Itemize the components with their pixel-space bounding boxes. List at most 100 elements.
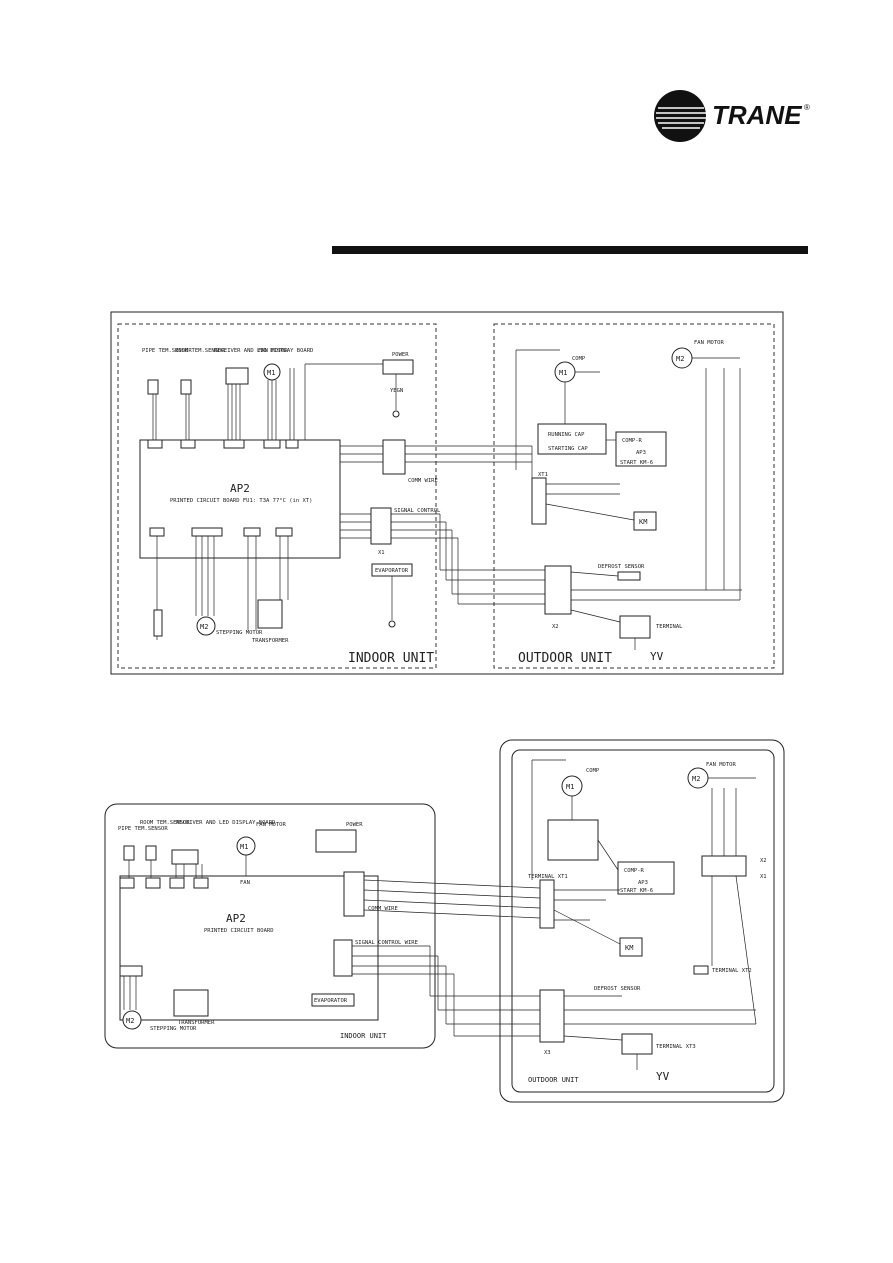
x2-connector <box>544 565 572 615</box>
outdoor-terminal-xt1-2 <box>539 879 555 929</box>
outdoor-fan-motor-label-2: FAN MOTOR <box>706 762 736 768</box>
power-ground-label: YEGN <box>390 388 403 394</box>
defrost-sensor-rt <box>617 571 641 581</box>
evaporator-ground-icon <box>388 620 396 628</box>
indoor-motor-m1-label-2: M1 <box>240 843 248 851</box>
power-ground-icon <box>392 410 400 418</box>
room-sensor-label-2: ROOM TEM.SENSOR <box>140 820 190 826</box>
x2-label-2: X2 <box>760 858 767 864</box>
pipe-sensor-rt2-2 <box>123 845 135 861</box>
x3-connector-2 <box>539 989 565 1043</box>
signal-control-label-2: SIGNAL CONTROL WIRE <box>355 940 418 946</box>
capacitor-bank-2 <box>547 819 599 861</box>
start-km6-label: START KM-6 <box>620 460 653 466</box>
comp-label-2: COMP <box>586 768 600 774</box>
starting-cap-label: STARTING CAP <box>548 446 588 452</box>
indoor-motor-m1: M1 <box>267 369 275 377</box>
x2-label: X2 <box>552 624 559 630</box>
fuse-fu1 <box>153 609 163 637</box>
power-label: POWER <box>392 352 409 358</box>
outdoor-unit-label: OUTDOOR UNIT <box>518 651 612 666</box>
stepping-motor-m2-2 <box>122 1010 142 1030</box>
km-label: KM <box>639 518 647 526</box>
x1-label-2: X1 <box>760 874 767 880</box>
stepping-motor-label-2: STEPPING MOTOR <box>150 1026 197 1032</box>
signal-control-label: SIGNAL CONTROL <box>394 508 441 514</box>
x1-connector <box>370 507 392 545</box>
pipe-sensor-label: PIPE TEM.SENSOR <box>142 348 192 354</box>
indoor-unit-frame <box>104 803 436 1049</box>
outdoor-unit-frame-outer <box>499 739 785 1103</box>
terminal-xt3-label-2: TERMINAL XT3 <box>656 1044 696 1050</box>
header-rule <box>332 246 808 254</box>
ap3-board-2 <box>617 861 675 895</box>
running-cap-label: RUNNING CAP <box>548 432 585 438</box>
capacitor-bank <box>537 423 607 455</box>
trane-globe-icon: TRANE ® <box>654 90 810 142</box>
led-display-board <box>225 367 249 385</box>
outdoor-unit-boundary <box>493 323 775 669</box>
km-relay <box>633 511 657 531</box>
km-relay-2 <box>619 937 643 957</box>
defrost-sensor-label: DEFROST SENSOR <box>598 564 645 570</box>
yv-label: YV <box>650 650 664 663</box>
valve-terminal-2 <box>621 1033 653 1055</box>
stepping-motor-m2-label-2: M2 <box>126 1017 134 1025</box>
power-label-2: POWER <box>346 822 363 828</box>
terminal-label: TERMINAL <box>656 624 683 630</box>
receiver-display-label-2: RECEIVER AND LED DISPLAY BOARD <box>176 820 275 826</box>
comp-r-label-2: COMP-R <box>624 868 645 874</box>
evaporator-box-2 <box>311 993 355 1007</box>
km-label-2: KM <box>625 944 633 952</box>
pcb-name: AP2 <box>230 482 250 495</box>
comp-label: COMP <box>572 356 586 362</box>
receiver-display-label: RECEIVER AND LED DISPLAY BOARD <box>214 348 313 354</box>
led-display-board-2 <box>171 849 199 865</box>
compressor-m1-label-2: M1 <box>566 783 574 791</box>
comm-wire-label-2: COMM WIRE <box>368 906 398 912</box>
outdoor-unit-label-2: OUTDOOR UNIT <box>528 1076 579 1084</box>
x1-label: X1 <box>378 550 385 556</box>
indoor-unit-label-2: INDOOR UNIT <box>340 1032 387 1040</box>
power-terminal <box>382 359 414 375</box>
ap3-label-2: AP3 <box>638 880 648 886</box>
ap3-board <box>615 431 667 467</box>
outdoor-fan-motor-label: FAN MOTOR <box>694 340 724 346</box>
transformer-tc <box>257 599 283 629</box>
diagram-1: INDOOR UNIT OUTDOOR UNIT AP2 PRINTED CIR… <box>110 311 784 675</box>
transformer-label-2: TRANSFORMER <box>178 1020 215 1026</box>
indoor-terminal-xt <box>382 439 406 475</box>
evaporator-label-2: EVAPORATOR <box>314 998 348 1004</box>
x1-x2-block-2 <box>701 855 747 877</box>
fan-motor-label-2: FAN MOTOR <box>256 822 286 828</box>
ap3-label: AP3 <box>636 450 646 456</box>
defrost-sensor-label-2: DEFROST SENSOR <box>594 986 641 992</box>
diagram1-frame <box>110 311 784 675</box>
room-sensor-rt1-2 <box>145 845 157 861</box>
stepping-motor-m2 <box>196 616 216 636</box>
indoor-terminal-xt-2 <box>343 871 365 917</box>
room-sensor-rt1 <box>180 379 192 395</box>
pcb-name-2: AP2 <box>226 912 246 925</box>
pipe-sensor-label-2: PIPE TEM.SENSOR <box>118 826 168 832</box>
outdoor-fan-motor-m2-label: M2 <box>676 355 684 363</box>
x2-signal-connector-2 <box>333 939 353 977</box>
stepping-motor-m2-label: M2 <box>200 623 208 631</box>
power-terminal-2 <box>315 829 357 853</box>
terminal-xt1-label-2: TERMINAL XT1 <box>528 874 568 880</box>
brand-mark: ® <box>804 103 810 112</box>
terminal-xt2-label-2: TERMINAL XT2 <box>712 968 752 974</box>
comp-r-label: COMP-R <box>622 438 643 444</box>
transformer-tc-2 <box>173 989 209 1017</box>
pcb-ap2-2 <box>119 875 379 1021</box>
fan-label-2: FAN <box>240 880 250 886</box>
xt1-label: XT1 <box>538 472 548 478</box>
compressor-m1-label: M1 <box>559 369 567 377</box>
evaporator-label: EVAPORATOR <box>375 568 409 574</box>
brand-name: TRANE <box>712 100 802 130</box>
terminal-xt2-2 <box>693 965 709 975</box>
outdoor-unit-frame-inner <box>511 749 775 1093</box>
room-sensor-label: ROOM TEM.SENSOR <box>175 348 225 354</box>
trane-logo: TRANE ® <box>652 88 812 144</box>
